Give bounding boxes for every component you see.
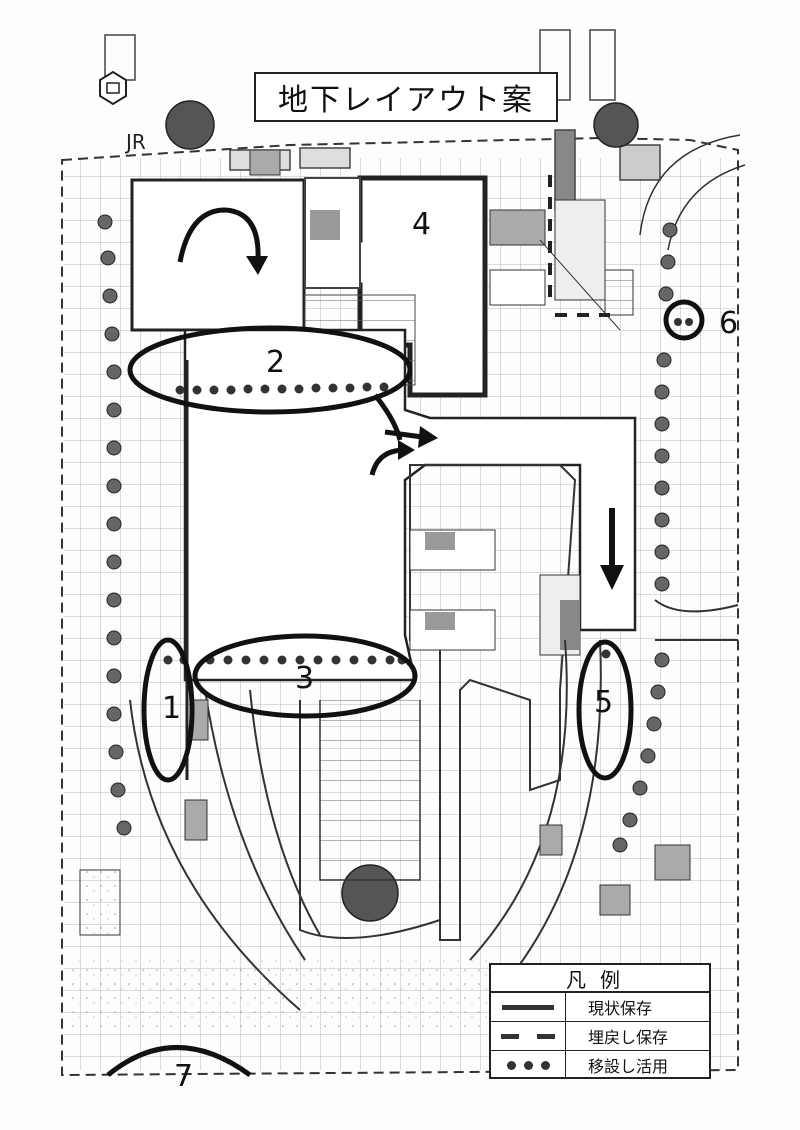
map-title: 地下レイアウト案 bbox=[254, 72, 558, 122]
tree-line-right bbox=[612, 222, 678, 853]
area-3-outline bbox=[192, 633, 418, 719]
legend-row-backfill: 埋戻し保存 bbox=[491, 1022, 709, 1051]
legend-title: 凡例 bbox=[491, 965, 709, 993]
area-6-outline bbox=[663, 299, 705, 341]
legend: 凡例 現状保存 埋戻し保存 移設し活用 bbox=[489, 963, 711, 1079]
area-label-2: 2 bbox=[266, 345, 286, 380]
legend-row-relocate: 移設し活用 bbox=[491, 1051, 709, 1079]
area-2-outline bbox=[127, 325, 413, 415]
main-block bbox=[183, 328, 637, 682]
legend-row-preserve: 現状保存 bbox=[491, 993, 709, 1022]
relocated-stones-3 bbox=[205, 655, 407, 665]
jr-label: JR bbox=[126, 130, 146, 154]
area-label-3: 3 bbox=[295, 661, 315, 696]
relocated-stones-5 bbox=[601, 649, 611, 659]
ramp bbox=[299, 700, 441, 939]
dots-symbol bbox=[491, 1051, 566, 1079]
building-footprints bbox=[79, 149, 691, 936]
relocated-stones-2 bbox=[175, 382, 389, 395]
circular-arrow bbox=[177, 207, 261, 263]
relocated-stones-6 bbox=[674, 318, 693, 326]
area-label-5: 5 bbox=[594, 685, 614, 720]
legend-label: 現状保存 bbox=[588, 999, 653, 1018]
site-boundary bbox=[61, 136, 739, 1077]
hexagon-marker bbox=[99, 70, 127, 106]
solid-line-symbol bbox=[491, 993, 566, 1021]
area-label-6: 6 bbox=[719, 306, 739, 341]
area-7-outline bbox=[106, 1045, 252, 1078]
rubble-area bbox=[70, 960, 490, 1030]
area-label-7: 7 bbox=[174, 1059, 194, 1094]
area-label-4: 4 bbox=[412, 207, 432, 242]
tree-line-left bbox=[97, 214, 132, 836]
area-1-outline bbox=[141, 637, 195, 783]
block-a bbox=[130, 178, 306, 332]
legend-label: 移設し活用 bbox=[588, 1057, 669, 1076]
dashed-line-symbol bbox=[491, 1022, 566, 1050]
area-5-outline bbox=[576, 639, 634, 781]
legend-label: 埋戻し保存 bbox=[588, 1028, 669, 1047]
area-outlines bbox=[106, 299, 705, 1078]
area-label-1: 1 bbox=[162, 691, 182, 726]
